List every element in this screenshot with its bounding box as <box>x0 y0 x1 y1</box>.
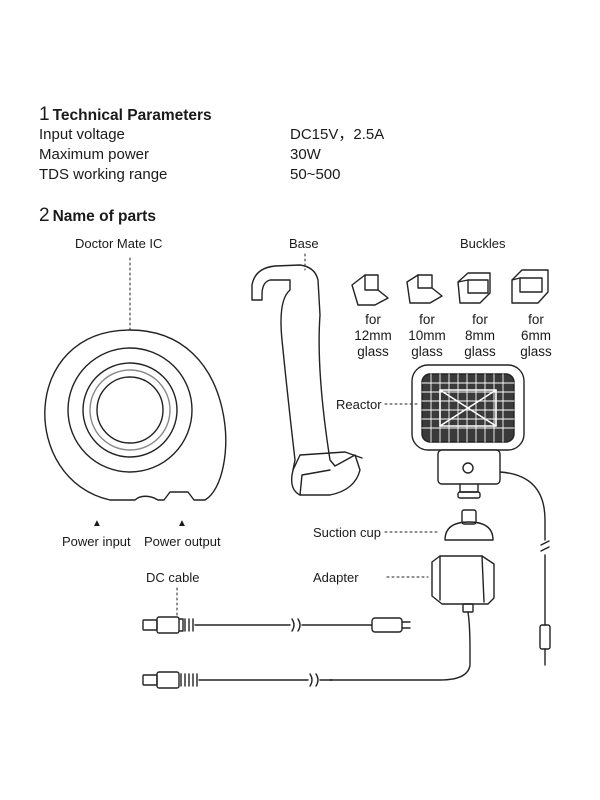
buckle-12mm <box>351 274 389 306</box>
adapter-output-cable <box>142 671 333 689</box>
label-buckle-10mm: for 10mm glass <box>404 312 450 360</box>
buckle-10mm <box>406 274 443 304</box>
dc-cable-part <box>142 587 411 634</box>
param-value-input-voltage: DC15V，2.5A <box>290 126 385 143</box>
label-power-input: Power input <box>62 534 131 549</box>
buckle-line1: for <box>528 312 544 327</box>
param-name-tds-range: TDS working range <box>39 166 168 183</box>
buckle-line3: glass <box>520 344 552 359</box>
label-dc-cable: DC cable <box>146 570 200 585</box>
section-number: 2 <box>39 205 50 226</box>
param-name-input-voltage: Input voltage <box>39 126 125 143</box>
reactor-part <box>384 364 525 499</box>
buckle-line1: for <box>365 312 381 327</box>
section-title: Technical Parameters <box>52 107 212 124</box>
label-reactor: Reactor <box>336 397 382 412</box>
reactor-plug <box>539 624 551 650</box>
label-buckle-6mm: for 6mm glass <box>513 312 559 360</box>
base-part <box>251 253 363 496</box>
section-number: 1 <box>39 104 50 125</box>
label-buckle-12mm: for 12mm glass <box>350 312 396 360</box>
power-output-marker: ▲ <box>177 518 187 529</box>
buckle-line2: 10mm <box>408 328 446 343</box>
buckle-line2: 8mm <box>465 328 495 343</box>
param-value-maximum-power: 30W <box>290 146 321 163</box>
cable-break-mark <box>540 540 550 552</box>
power-input-marker: ▲ <box>92 518 102 529</box>
buckle-line1: for <box>472 312 488 327</box>
buckle-line3: glass <box>464 344 496 359</box>
buckle-line3: glass <box>411 344 443 359</box>
label-power-output: Power output <box>144 534 221 549</box>
adapter-part <box>329 555 495 681</box>
label-suction-cup: Suction cup <box>313 525 381 540</box>
buckle-line3: glass <box>357 344 389 359</box>
label-doctor-mate-ic: Doctor Mate IC <box>75 236 163 251</box>
reactor-cable <box>499 471 546 541</box>
buckle-8mm <box>457 272 491 304</box>
label-base: Base <box>289 236 319 251</box>
buckle-line2: 12mm <box>354 328 392 343</box>
section-title: Name of parts <box>52 208 156 225</box>
label-buckles: Buckles <box>460 236 506 251</box>
param-name-maximum-power: Maximum power <box>39 146 150 163</box>
label-buckle-8mm: for 8mm glass <box>457 312 503 360</box>
param-value-tds-range: 50~500 <box>290 166 341 183</box>
label-adapter: Adapter <box>313 570 359 585</box>
buckle-6mm <box>511 269 549 304</box>
buckle-line1: for <box>419 312 435 327</box>
suction-cup-part <box>384 509 494 541</box>
doctor-mate-ic-device <box>44 257 227 501</box>
buckle-line2: 6mm <box>521 328 551 343</box>
